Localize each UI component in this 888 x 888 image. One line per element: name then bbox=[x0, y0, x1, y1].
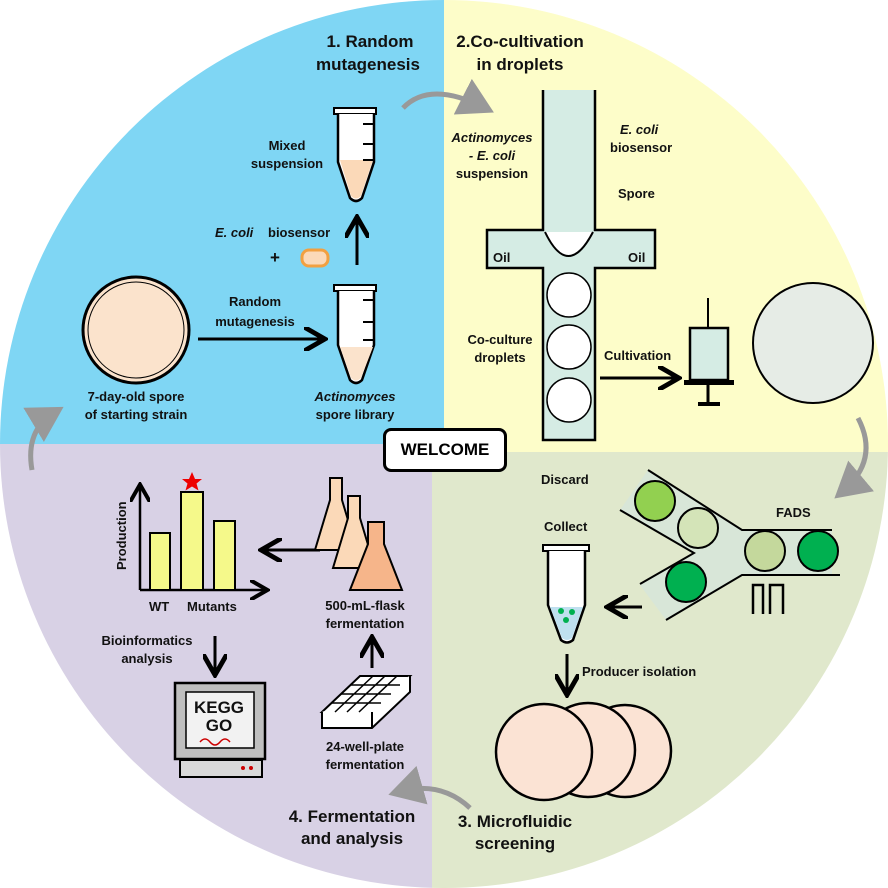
star-icon bbox=[182, 472, 202, 491]
step2-title: 2.Co-cultivation bbox=[456, 32, 584, 51]
label-biosensor: biosensor bbox=[610, 140, 672, 155]
label-bioinformatics: analysis bbox=[121, 651, 172, 666]
plus-sign: + bbox=[270, 248, 280, 267]
welcome-button[interactable]: WELCOME bbox=[383, 428, 507, 472]
tube-icon bbox=[542, 544, 590, 644]
production-bar-chart bbox=[140, 472, 265, 590]
bar-mutant bbox=[180, 491, 204, 591]
axis-label-production: Production bbox=[114, 501, 129, 570]
label-cultivation: Cultivation bbox=[604, 348, 671, 363]
label-library: spore library bbox=[316, 407, 396, 422]
label-bioinformatics: Bioinformatics bbox=[101, 633, 192, 648]
label-suspension: - E. coli bbox=[469, 148, 516, 163]
label-mixed: Mixed bbox=[269, 138, 306, 153]
label-suspension: suspension bbox=[456, 166, 528, 181]
step4-title: and analysis bbox=[301, 829, 403, 848]
label-droplets: Co-culture bbox=[468, 332, 533, 347]
cycle-arrow-icon bbox=[388, 765, 472, 810]
tube-icon bbox=[333, 284, 377, 385]
label-fads: FADS bbox=[776, 505, 811, 520]
label-collect: Collect bbox=[544, 519, 588, 534]
label-producer-isolation: Producer isolation bbox=[582, 664, 696, 679]
label-random: mutagenesis bbox=[215, 314, 294, 329]
label-wt: WT bbox=[149, 599, 169, 614]
cycle-arrow-icon bbox=[23, 406, 64, 471]
label-biosensor: biosensor bbox=[268, 225, 330, 240]
step1-title: mutagenesis bbox=[316, 55, 420, 74]
label-suspension: Actinomyces bbox=[451, 130, 533, 145]
label-go: GO bbox=[206, 716, 232, 735]
petri-dish-icon bbox=[81, 275, 191, 385]
step3-title: screening bbox=[475, 834, 555, 853]
label-ecoli: E. coli bbox=[215, 225, 254, 240]
bar-mutant bbox=[213, 520, 236, 591]
tube-icon bbox=[333, 107, 377, 203]
bacterium-icon bbox=[300, 248, 330, 268]
label-discard: Discard bbox=[541, 472, 589, 487]
label-ecoli: E. coli bbox=[620, 122, 659, 137]
label-oil-left: Oil bbox=[493, 250, 510, 265]
label-flask: fermentation bbox=[326, 616, 405, 631]
label-plate: 24-well-plate bbox=[326, 739, 404, 754]
label-kegg: KEGG bbox=[194, 698, 244, 717]
label-spore: 7-day-old spore bbox=[88, 389, 185, 404]
label-mixed: suspension bbox=[251, 156, 323, 171]
bar-wt bbox=[149, 532, 171, 591]
step1-title: 1. Random bbox=[327, 32, 414, 51]
magnified-view bbox=[752, 282, 874, 404]
step2-title: in droplets bbox=[477, 55, 564, 74]
label-plate: fermentation bbox=[326, 757, 405, 772]
microfluidic-channel bbox=[485, 90, 657, 442]
label-spore: of starting strain bbox=[85, 407, 188, 422]
step3-title: 3. Microfluidic bbox=[458, 812, 572, 831]
label-droplets: droplets bbox=[474, 350, 525, 365]
computer-icon bbox=[173, 681, 267, 778]
fads-chip bbox=[619, 469, 840, 621]
label-spore: Spore bbox=[618, 186, 655, 201]
label-mutants: Mutants bbox=[187, 599, 237, 614]
well-plate-icon bbox=[319, 675, 413, 729]
cycle-arrow-icon bbox=[401, 78, 494, 115]
label-flask: 500-mL-flask bbox=[325, 598, 405, 613]
cycle-arrow-icon bbox=[834, 416, 875, 499]
label-random: Random bbox=[229, 294, 281, 309]
label-library: Actinomyces bbox=[314, 389, 396, 404]
agar-plates-icon bbox=[494, 701, 673, 802]
label-oil-right: Oil bbox=[628, 250, 645, 265]
flasks-icon bbox=[313, 477, 404, 591]
syringe-icon bbox=[684, 298, 734, 406]
step4-title: 4. Fermentation bbox=[289, 807, 416, 826]
